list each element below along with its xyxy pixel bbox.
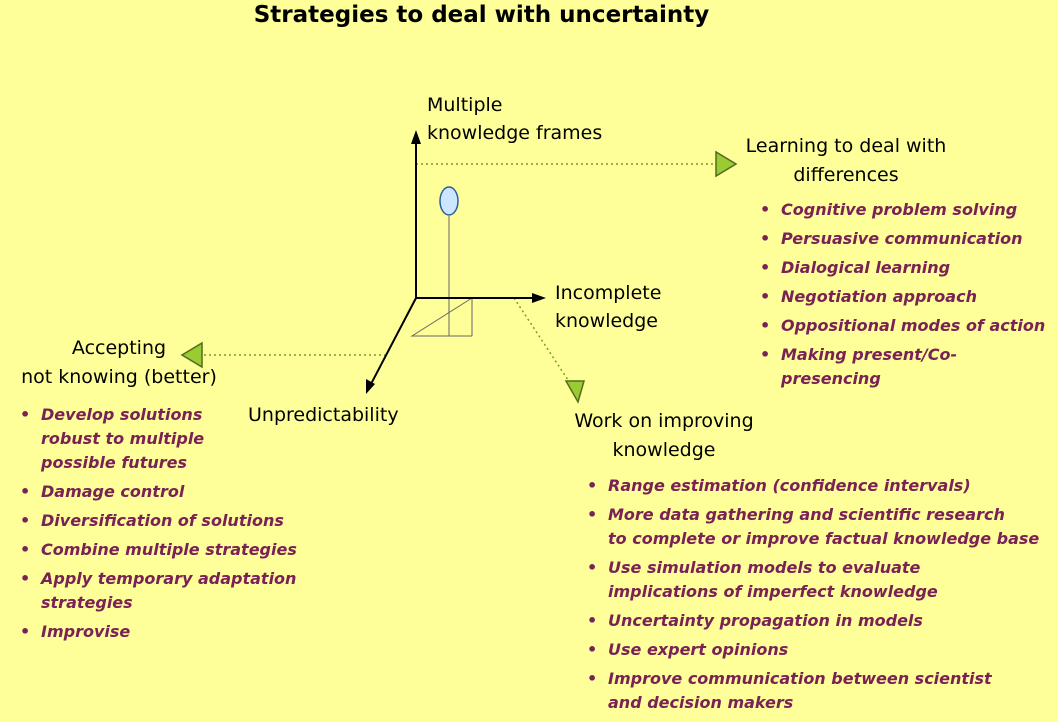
list-item: Combine multiple strategies bbox=[20, 538, 320, 562]
axis-unpredictability bbox=[370, 297, 417, 385]
list-item: Range estimation (confidence intervals) bbox=[587, 474, 1047, 498]
list-item: Damage control bbox=[20, 480, 320, 504]
list-item: Cognitive problem solving bbox=[760, 198, 1052, 222]
strategy-title-improving: Work on improving knowledge bbox=[574, 410, 754, 461]
arrowhead-accepting bbox=[180, 341, 203, 369]
strategy-list-learning: Cognitive problem solving Persuasive com… bbox=[760, 198, 1052, 396]
page-title: Strategies to deal with uncertainty bbox=[253, 2, 710, 28]
strategy-list-accepting: Develop solutions robust to multiple pos… bbox=[20, 403, 320, 649]
list-item: Apply temporary adaptation strategies bbox=[20, 567, 320, 615]
list-item: Oppositional modes of action bbox=[760, 314, 1052, 338]
axis-label-incomplete-knowledge: Incomplete knowledge bbox=[555, 282, 662, 332]
list-item: Negotiation approach bbox=[760, 285, 1052, 309]
strategy-title-learning: Learning to deal with differences bbox=[745, 135, 947, 186]
list-item: Use expert opinions bbox=[587, 638, 1047, 662]
list-item: Uncertainty propagation in models bbox=[587, 609, 1047, 633]
list-item: Diversification of solutions bbox=[20, 509, 320, 533]
arrowhead-learning bbox=[715, 150, 738, 178]
list-item: Use simulation models to evaluate implic… bbox=[587, 556, 1047, 604]
projection-box bbox=[410, 216, 473, 337]
list-item: Improve communication between scientist … bbox=[587, 667, 1047, 715]
uncertainty-point bbox=[439, 186, 459, 216]
list-item: Improvise bbox=[20, 620, 320, 644]
strategy-list-improving: Range estimation (confidence intervals) … bbox=[587, 474, 1047, 720]
list-item: Develop solutions robust to multiple pos… bbox=[20, 403, 320, 475]
axis-incomplete-knowledge-arrowhead bbox=[532, 293, 546, 303]
strategy-title-accepting: Accepting not knowing (better) bbox=[21, 337, 217, 388]
list-item: More data gathering and scientific resea… bbox=[587, 503, 1047, 551]
axis-multiple-frames-arrowhead bbox=[411, 130, 421, 144]
list-item: Persuasive communication bbox=[760, 227, 1052, 251]
axis-unpredictability-arrowhead bbox=[366, 379, 375, 394]
axis-label-multiple-frames: Multiple knowledge frames bbox=[427, 94, 603, 144]
list-item: Making present/Co-presencing bbox=[760, 343, 1052, 391]
arrowhead-improving bbox=[564, 380, 585, 404]
list-item: Dialogical learning bbox=[760, 256, 1052, 280]
